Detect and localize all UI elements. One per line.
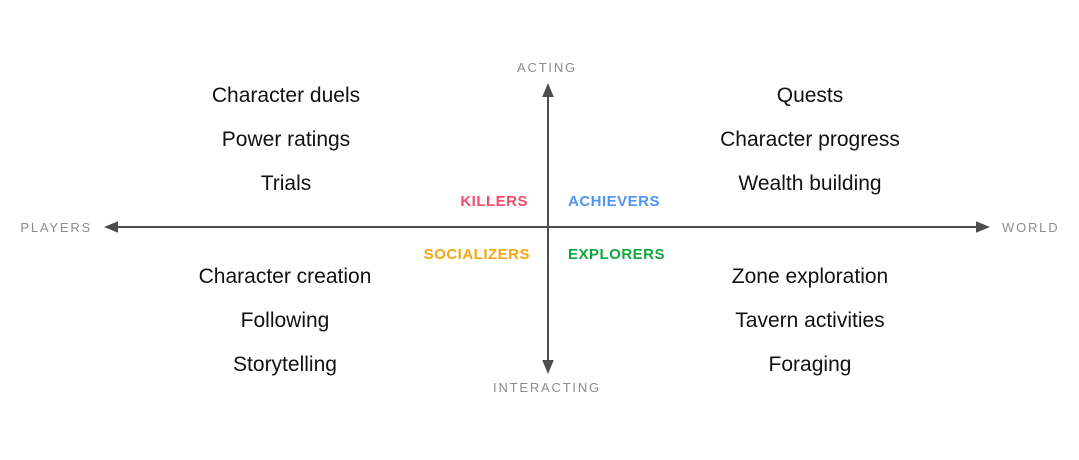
quadrant-items-killers: Character duels Power ratings Trials	[106, 74, 466, 206]
list-item: Foraging	[768, 353, 852, 376]
list-item: Wealth building	[738, 172, 882, 195]
quadrant-type-socializers: SOCIALIZERS	[423, 246, 530, 263]
axis-label-interacting: INTERACTING	[493, 380, 601, 395]
list-item: Trials	[260, 172, 312, 195]
list-item: Zone exploration	[731, 265, 889, 288]
axis-label-world: WORLD	[1002, 220, 1060, 235]
quadrant-type-explorers: EXPLORERS	[568, 246, 666, 263]
list-item: Power ratings	[221, 128, 351, 151]
axis-label-players: PLAYERS	[20, 220, 92, 235]
list-item: Character creation	[198, 265, 372, 288]
list-item: Character duels	[211, 84, 361, 107]
quadrant-items-achievers: Quests Character progress Wealth buildin…	[630, 74, 990, 206]
list-item: Following	[240, 309, 330, 332]
left-arrowhead-icon	[104, 221, 118, 233]
quadrant-type-killers: KILLERS	[460, 193, 528, 210]
up-arrowhead-icon	[542, 83, 554, 97]
list-item: Storytelling	[233, 353, 337, 376]
axis-label-acting: ACTING	[517, 60, 577, 75]
quadrant-items-explorers: Zone exploration Tavern activities Forag…	[630, 255, 990, 387]
list-item: Tavern activities	[735, 309, 885, 332]
right-arrowhead-icon	[976, 221, 990, 233]
quadrant-type-achievers: ACHIEVERS	[568, 193, 661, 210]
list-item: Quests	[776, 84, 844, 107]
quadrant-items-socializers: Character creation Following Storytellin…	[105, 255, 465, 387]
list-item: Character progress	[720, 128, 900, 151]
down-arrowhead-icon	[542, 360, 554, 374]
